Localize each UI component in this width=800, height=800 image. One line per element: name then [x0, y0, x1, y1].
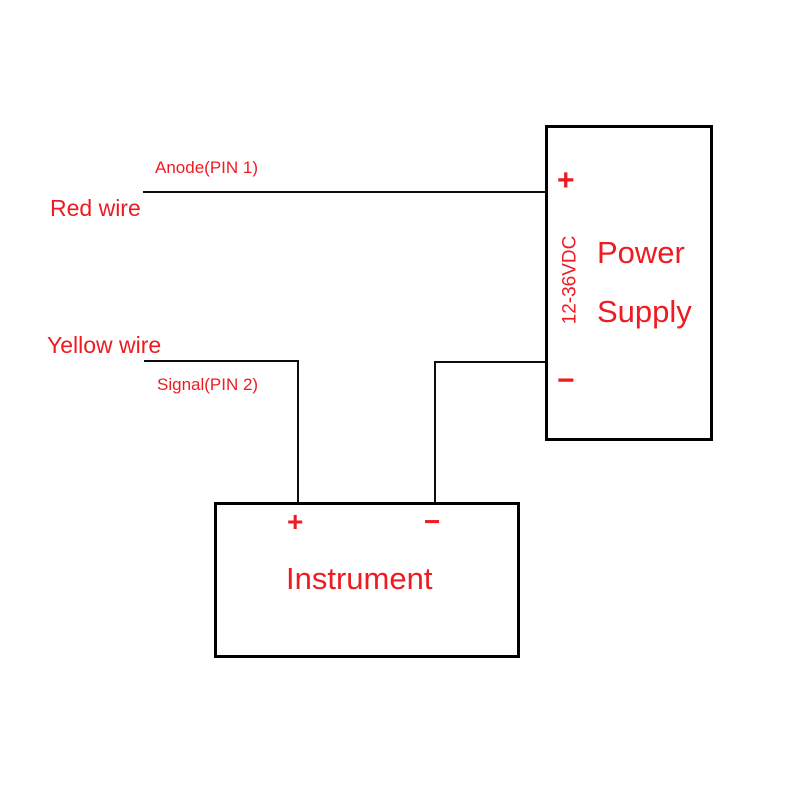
power-supply-title-line2: Supply: [597, 293, 692, 329]
label-signal-pin2: Signal(PIN 2): [157, 375, 259, 394]
power-supply-positive-terminal: +: [557, 164, 575, 197]
instrument-title: Instrument: [286, 561, 433, 596]
wire-red-anode-horizontal: [143, 191, 547, 193]
label-anode-pin1: Anode(PIN 1): [155, 158, 258, 177]
power-supply-title-line1: Power: [597, 235, 685, 270]
power-supply-negative-terminal: −: [557, 364, 575, 397]
label-yellow-wire: Yellow wire: [47, 332, 162, 358]
wire-negative-return-horizontal: [434, 361, 547, 363]
power-supply-title: Power Supply: [597, 224, 692, 342]
power-supply-voltage-rating: 12-36VDC: [559, 235, 581, 325]
power-supply-box: [545, 125, 713, 441]
instrument-positive-terminal: +: [287, 506, 304, 537]
label-red-wire: Red wire: [50, 195, 141, 221]
wire-yellow-signal-horizontal: [144, 360, 299, 362]
instrument-box: [214, 502, 520, 658]
wire-negative-return-vertical: [434, 361, 436, 504]
instrument-negative-terminal: −: [424, 506, 441, 537]
wire-yellow-signal-vertical: [297, 360, 299, 504]
